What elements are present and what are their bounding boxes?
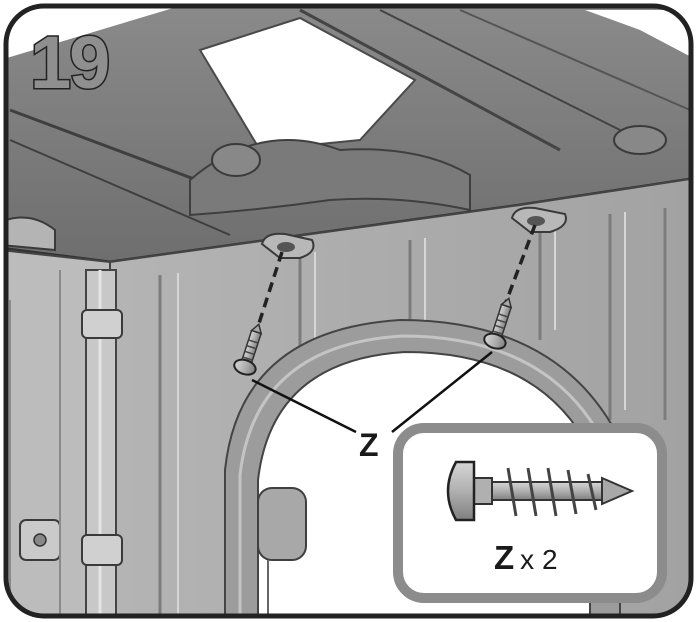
callout-leader-lines: [251, 351, 493, 434]
part-inset-box: [393, 423, 667, 603]
inset-part-letter: Z: [494, 539, 515, 576]
roof-panel: [6, 6, 691, 265]
frame-border: [3, 3, 694, 619]
screw-icon: [446, 460, 635, 522]
screw-icon: [483, 297, 513, 350]
step-number-fill: 19: [30, 21, 110, 104]
step-number: 19: [28, 21, 111, 104]
screw-icon: [233, 323, 263, 376]
side-panel: [6, 216, 123, 616]
part-callout-label: Z: [359, 427, 379, 463]
inset-quantity-text: x 2: [520, 544, 558, 575]
